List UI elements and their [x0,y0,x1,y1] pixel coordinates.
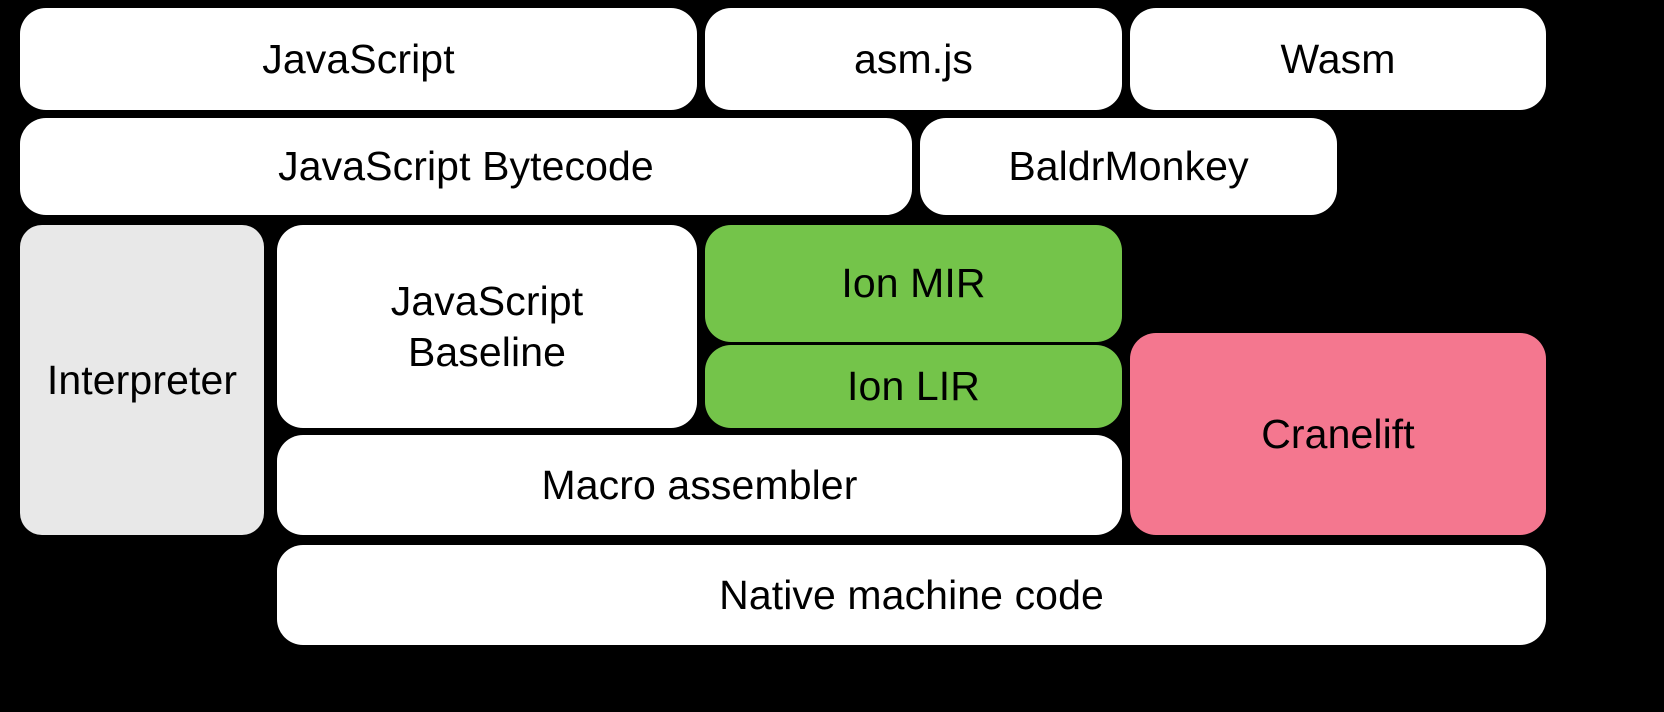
node-wasm[interactable]: Wasm [1130,8,1546,110]
node-native-machine-code[interactable]: Native machine code [277,545,1546,645]
node-javascript-bytecode[interactable]: JavaScript Bytecode [20,118,912,215]
node-ion-mir[interactable]: Ion MIR [705,225,1122,342]
node-interpreter[interactable]: Interpreter [20,225,264,535]
node-baldrmonkey[interactable]: BaldrMonkey [920,118,1337,215]
node-cranelift[interactable]: Cranelift [1130,333,1546,535]
node-javascript-baseline[interactable]: JavaScript Baseline [277,225,697,428]
node-javascript[interactable]: JavaScript [20,8,697,110]
node-asm-js[interactable]: asm.js [705,8,1122,110]
node-ion-lir[interactable]: Ion LIR [705,345,1122,428]
node-macro-assembler[interactable]: Macro assembler [277,435,1122,535]
